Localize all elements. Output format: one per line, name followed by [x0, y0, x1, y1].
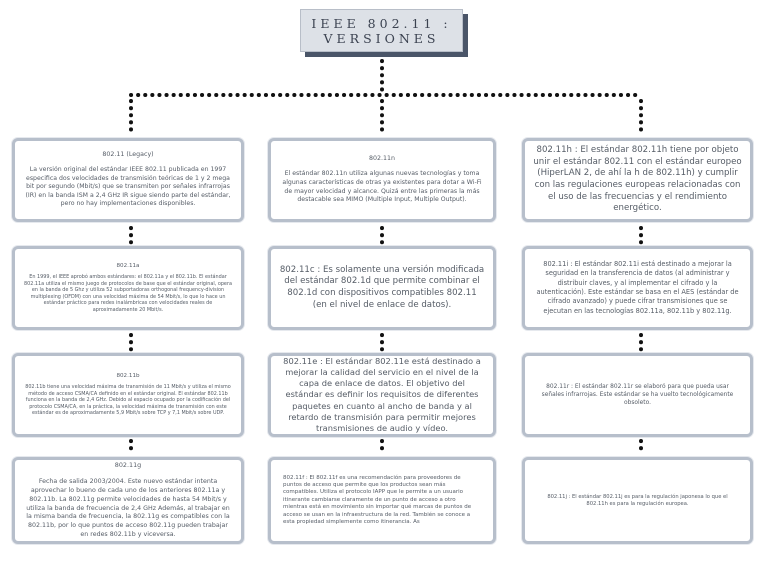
- box-802-11h: 802.11h : El estándar 802.11h tiene por …: [522, 138, 753, 222]
- box-text: 802.11c : Es solamente una versión modif…: [279, 264, 485, 310]
- box-text: 802.11j : El estándar 802.11j es para la…: [547, 493, 728, 507]
- box-802-11a: 802.11a En 1999, el IEEE aprobó ambos es…: [12, 246, 244, 330]
- box-802-11i: 802.11i : El estándar 802.11i está desti…: [522, 246, 753, 330]
- box-title: 802.11n: [368, 155, 396, 163]
- box-802-11n: 802.11n El estándar 802.11n utiliza algu…: [268, 138, 496, 222]
- box-text: 802.11i : El estándar 802.11i está desti…: [536, 259, 739, 315]
- box-text: 802.11f : El 802.11f es una recomendació…: [283, 474, 472, 526]
- box-text: 802.11h : El estándar 802.11h tiene por …: [533, 145, 742, 214]
- box-title: 802.11b: [116, 373, 140, 380]
- box-802-11e: 802.11e : El estándar 802.11e está desti…: [268, 353, 496, 437]
- box-body: 802.11b tiene una velocidad máxima de tr…: [25, 384, 231, 417]
- box-802-11b: 802.11b 802.11b tiene una velocidad máxi…: [12, 353, 244, 437]
- box-title: 802.11g: [114, 461, 142, 470]
- box-text: 802.11e : El estándar 802.11e está desti…: [283, 355, 481, 434]
- box-title: 802.11 (Legacy): [102, 151, 154, 159]
- box-body: Fecha de salida 2003/2004. Este nuevo es…: [26, 478, 230, 538]
- box-802-11f: 802.11f : El 802.11f es una recomendació…: [268, 457, 496, 544]
- box-body: En 1999, el IEEE aprobó ambos estándares…: [24, 274, 232, 313]
- box-802-11r: 802.11r : El estándar 802.11r se elaboró…: [522, 353, 753, 437]
- box-text: 802.11r : El estándar 802.11r se elaboró…: [541, 384, 734, 406]
- box-802-11-legacy: 802.11 (Legacy) La versión original del …: [12, 138, 244, 222]
- box-802-11j: 802.11j : El estándar 802.11j es para la…: [522, 457, 753, 544]
- box-body: La versión original del estándar IEEE 80…: [25, 166, 231, 208]
- box-802-11c: 802.11c : Es solamente una versión modif…: [268, 246, 496, 330]
- box-title: 802.11a: [116, 263, 140, 269]
- box-body: El estándar 802.11n utiliza algunas nuev…: [282, 170, 482, 204]
- box-802-11g: 802.11g Fecha de salida 2003/2004. Este …: [12, 457, 244, 544]
- page-title: IEEE 802.11 : VERSIONES: [300, 9, 463, 52]
